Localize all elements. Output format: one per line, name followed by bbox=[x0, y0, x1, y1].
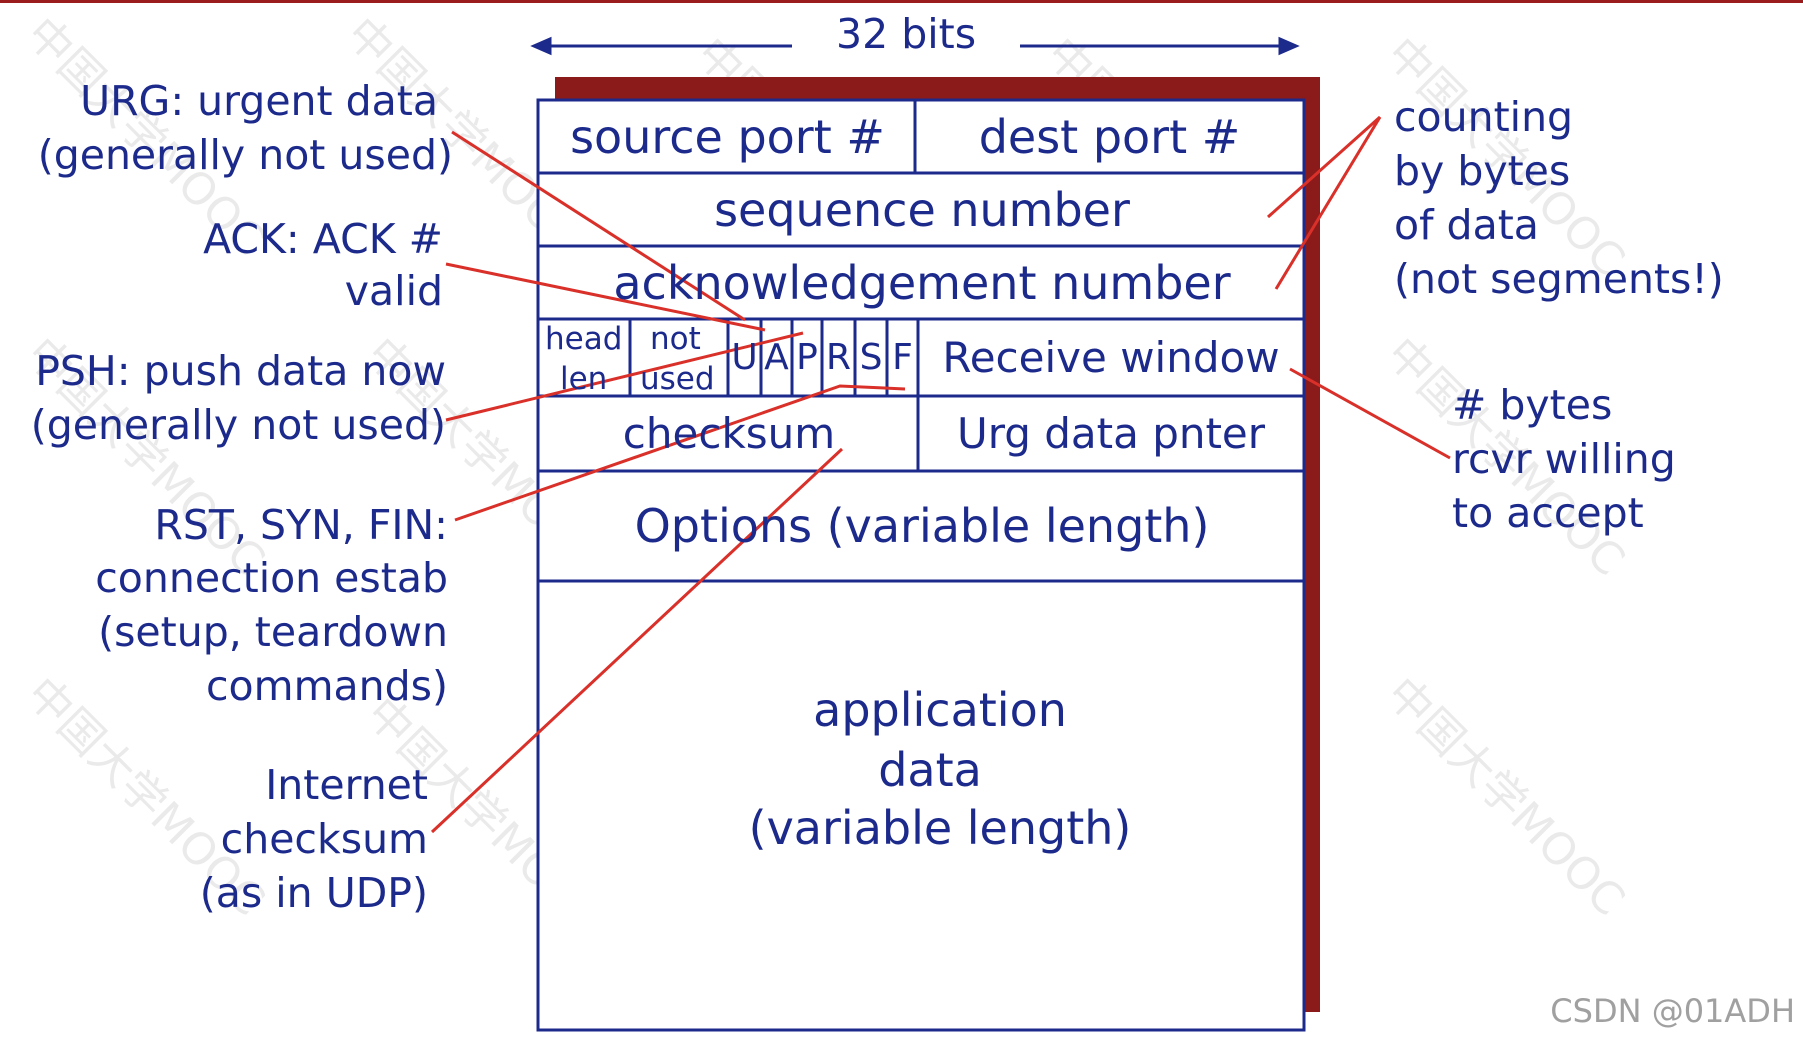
top-border-line bbox=[0, 0, 1803, 3]
flag-syn: S bbox=[859, 336, 883, 378]
counting-annotation-line-4: (not segments!) bbox=[1394, 255, 1724, 303]
ack-annotation-line-2: valid bbox=[344, 267, 443, 315]
not-used-label-top: not bbox=[650, 321, 701, 357]
flag-fin: F bbox=[892, 336, 913, 378]
rst-annotation-line-2: connection estab bbox=[95, 554, 448, 602]
counting-leader-line bbox=[1267, 115, 1381, 219]
sequence-number-field: sequence number bbox=[714, 182, 1130, 237]
segment-box bbox=[536, 98, 1306, 1032]
counting-leader-line bbox=[1274, 116, 1382, 290]
head-len-label-bottom: len bbox=[560, 361, 608, 397]
not-used-label-bottom: used bbox=[640, 361, 715, 397]
options-field: Options (variable length) bbox=[634, 499, 1210, 553]
psh-annotation-line-2: (generally not used) bbox=[30, 401, 446, 449]
rcvwin-leader-line bbox=[1289, 367, 1451, 460]
arrowhead-right bbox=[1278, 36, 1300, 56]
counting-annotation-line-3: of data bbox=[1394, 201, 1539, 249]
receive-window-field: Receive window bbox=[942, 332, 1280, 382]
checksum-annotation-line-1: Internet bbox=[265, 761, 428, 809]
field-borders bbox=[538, 100, 1304, 583]
urg-pointer-field: Urg data pnter bbox=[956, 408, 1266, 458]
urg-annotation-line-1: URG: urgent data bbox=[80, 77, 438, 125]
leader-lines bbox=[430, 115, 1451, 834]
app-data-line-1: application bbox=[813, 683, 1067, 737]
arrowhead-left bbox=[530, 36, 552, 56]
width-arrows bbox=[530, 36, 1300, 56]
ack-leader-line bbox=[445, 262, 766, 332]
app-data-line-2: data bbox=[878, 743, 982, 797]
credit-text: CSDN @01ADH bbox=[1550, 992, 1795, 1030]
flag-urg: U bbox=[731, 336, 758, 378]
rcvwin-annotation-line-1: # bytes bbox=[1452, 381, 1613, 429]
rst-annotation-line-4: commands) bbox=[206, 662, 448, 710]
rst-leader-line bbox=[454, 384, 906, 522]
flag-rst: R bbox=[825, 336, 851, 378]
checksum-field: checksum bbox=[622, 408, 836, 458]
ack-number-field: acknowledgement number bbox=[613, 255, 1231, 310]
psh-leader-line bbox=[445, 331, 804, 422]
urg-annotation-line-2: (generally not used) bbox=[37, 131, 453, 179]
rcvwin-annotation-line-2: rcvr willing bbox=[1452, 435, 1676, 483]
psh-annotation-line-1: PSH: push data now bbox=[35, 347, 446, 395]
rst-annotation-line-1: RST, SYN, FIN: bbox=[154, 501, 448, 549]
urg-leader-line bbox=[451, 130, 746, 322]
rcvwin-annotation-line-3: to accept bbox=[1452, 489, 1644, 537]
source-port-field: source port # bbox=[570, 109, 885, 164]
width-label: 32 bits bbox=[836, 10, 977, 58]
checksum-annotation-line-2: checksum bbox=[220, 815, 428, 863]
flag-psh: P bbox=[796, 336, 818, 378]
app-data-line-3: (variable length) bbox=[748, 801, 1132, 855]
checksum-leader-line bbox=[430, 447, 844, 834]
flag-ack: A bbox=[764, 336, 789, 378]
head-len-label-top: head bbox=[545, 321, 623, 357]
counting-annotation-line-1: counting bbox=[1394, 93, 1574, 141]
counting-annotation-line-2: by bytes bbox=[1394, 147, 1571, 195]
ack-annotation-line-1: ACK: ACK # bbox=[203, 215, 443, 263]
rst-annotation-line-3: (setup, teardown bbox=[98, 608, 448, 656]
dest-port-field: dest port # bbox=[978, 109, 1241, 164]
checksum-annotation-line-3: (as in UDP) bbox=[199, 869, 428, 917]
